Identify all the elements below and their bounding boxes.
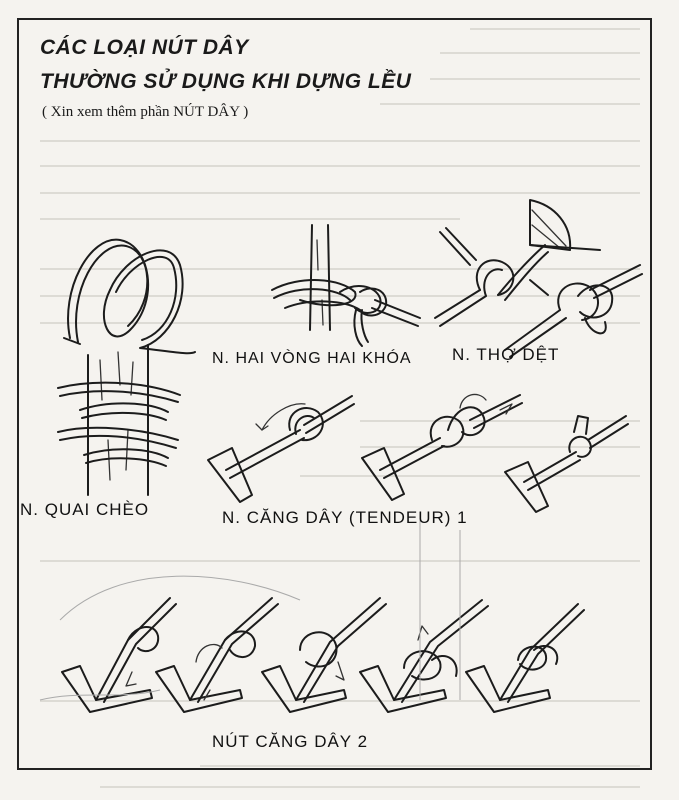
- tho-det-knot-illustration: [434, 199, 643, 358]
- label-cang-day-1: N. CĂNG DÂY (TENDEUR) 1: [222, 508, 468, 527]
- diagram-frame: [17, 18, 652, 770]
- cang-day-1-stage-3: [504, 415, 629, 513]
- cang-day-2-stage-3: [261, 597, 387, 713]
- quai-cheo-knot-illustration: [57, 238, 196, 496]
- hai-vong-hai-khoa-knot-illustration: [271, 224, 421, 347]
- title-line-1: CÁC LOẠI NÚT DÂY: [40, 36, 249, 59]
- title-line-2: THƯỜNG SỬ DỤNG KHI DỰNG LỀU: [40, 70, 412, 93]
- label-hai-vong-hai-khoa: N. HAI VÒNG HAI KHÓA: [212, 350, 412, 367]
- label-cang-day-2: NÚT CĂNG DÂY 2: [212, 732, 369, 751]
- label-quai-cheo: N. QUAI CHÈO: [20, 500, 150, 519]
- subtitle: ( Xin xem thêm phần NÚT DÂY ): [42, 104, 249, 120]
- cang-day-2-stage-4: [359, 599, 489, 713]
- label-tho-det: N. THỢ DỆT: [452, 345, 560, 364]
- cang-day-2-stage-2: [155, 597, 279, 713]
- cang-day-1-stage-1: [207, 395, 355, 503]
- cang-day-2-stage-5: [465, 603, 585, 713]
- cang-day-1-stage-2: [361, 393, 523, 501]
- background-sketch: [39, 520, 461, 701]
- cang-day-2-stage-1: [61, 597, 177, 713]
